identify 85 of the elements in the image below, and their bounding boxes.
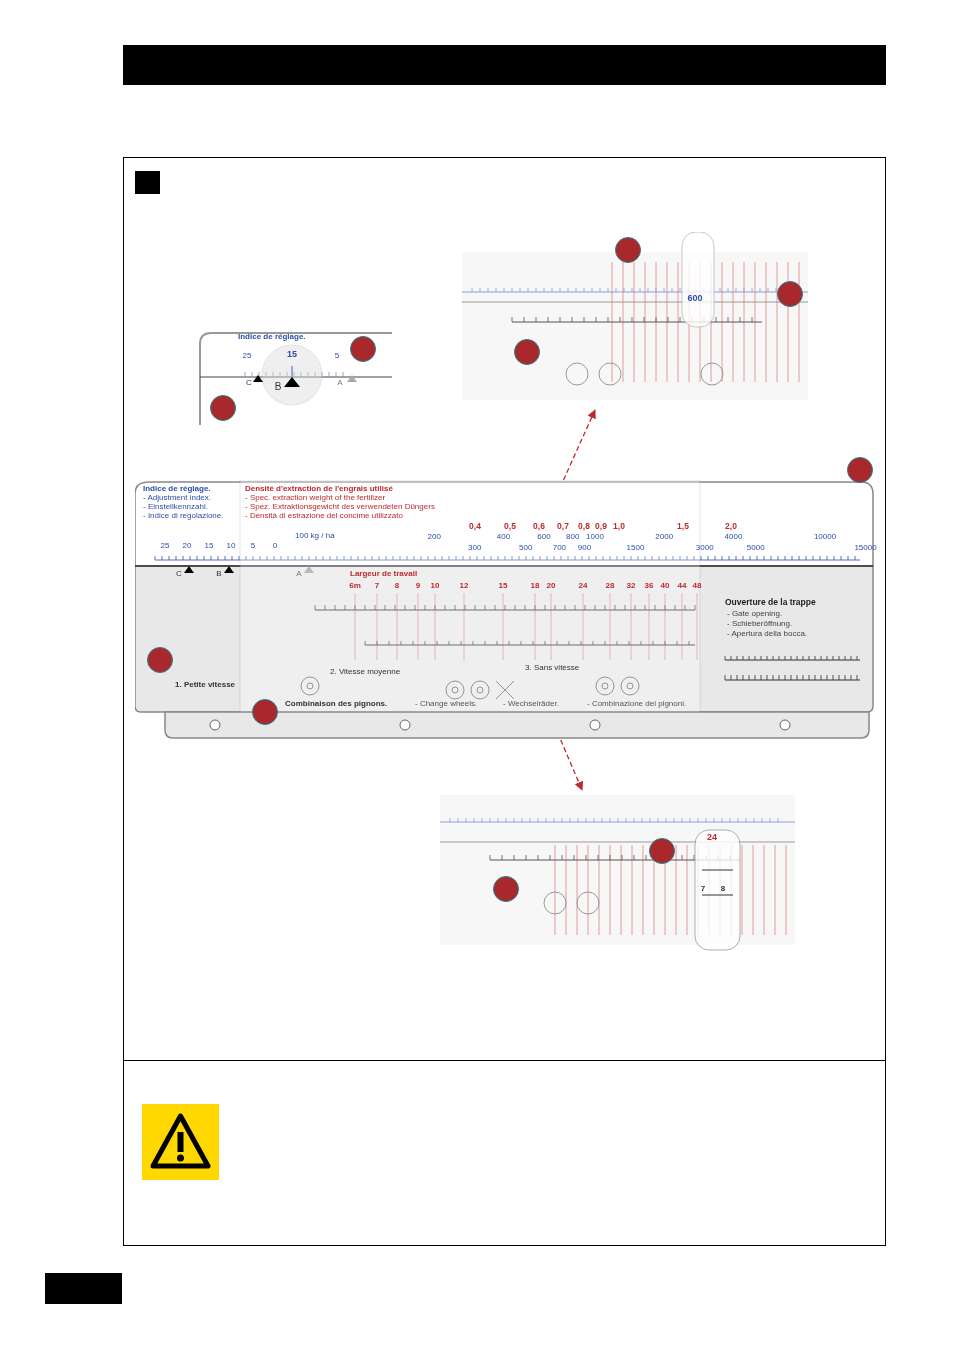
gear-label: 1. Petite vitesse — [175, 681, 236, 689]
scale-text: - Wechselräder. — [503, 700, 559, 708]
scale-text: - Spez. Extraktionsgewicht des verwendeten Düngers — [245, 503, 435, 511]
scale-number: 15 — [204, 542, 214, 550]
index-letter: B — [274, 382, 282, 392]
scale-number: 9 — [415, 582, 421, 590]
scale-number: 600 — [537, 533, 551, 541]
scale-number: 0,5 — [504, 522, 516, 531]
scale-number: 600 — [687, 294, 703, 303]
scale-number: 1,0 — [613, 522, 625, 531]
scale-number: 15 — [498, 582, 508, 590]
scale-number: 32 — [626, 582, 636, 590]
index-letter: B — [216, 570, 222, 578]
scale-number: 1,5 — [677, 522, 689, 531]
scale-number: 2000 — [655, 533, 674, 541]
scale-number: 900 — [577, 544, 592, 552]
scale-number: 8 — [720, 885, 726, 893]
scale-heading: Ouverture de la trappe — [725, 598, 816, 607]
scale-number: 10 — [226, 542, 236, 550]
scale-number: 48 — [692, 582, 702, 590]
scale-number: 24 — [707, 833, 717, 842]
index-letter: C — [246, 379, 252, 387]
scale-text: Combinaison des pignons. — [285, 700, 388, 708]
scale-number: 700 — [552, 544, 567, 552]
scale-number: 3000 — [695, 544, 714, 552]
scale-number: 800 — [566, 533, 580, 541]
scale-heading: Indice de réglage. — [238, 333, 306, 341]
scale-number: 36 — [644, 582, 654, 590]
scale-number: 0,7 — [557, 522, 569, 531]
index-letter: A — [337, 379, 343, 387]
scale-number: 15000 — [854, 544, 877, 552]
dashed-arrow — [562, 409, 596, 481]
scale-number: 100 kg / ha — [295, 532, 335, 540]
scale-number: 18 — [530, 582, 540, 590]
scale-number: 0,4 — [469, 522, 481, 531]
scale-number: 4000 — [724, 533, 743, 541]
scale-number: 8 — [394, 582, 400, 590]
dashed-arrow — [560, 739, 584, 791]
scale-text: - Combinazione dei pignoni. — [587, 700, 687, 708]
scale-number: 20 — [182, 542, 192, 550]
scale-number: 6m — [349, 582, 361, 590]
scale-number: 12 — [459, 582, 469, 590]
scale-number: 28 — [605, 582, 615, 590]
scale-text: - Spec. extraction weight of the fertilizer — [245, 494, 386, 502]
scale-number: 5 — [334, 352, 340, 360]
scale-number: 25 — [160, 542, 170, 550]
scale-number: 10 — [430, 582, 440, 590]
scale-text: Indice de réglage. — [143, 485, 211, 493]
scale-text: - Einstellkennzahl. — [143, 503, 208, 511]
scale-number: 0,9 — [595, 522, 607, 531]
scale-number: 0,8 — [578, 522, 590, 531]
scale-heading: Largeur de travail — [350, 570, 418, 578]
scale-text: - Apertura della bocca. — [727, 630, 808, 638]
scale-number: 0 — [272, 542, 278, 550]
scale-number: 0,6 — [533, 522, 545, 531]
scale-text: Densité d'extraction de l'engrais utilisé — [245, 485, 393, 493]
index-letter: C — [176, 570, 182, 578]
scale-number: 10000 — [813, 533, 837, 541]
gear-label: 3. Sans vitesse — [525, 664, 580, 672]
scale-number: 7 — [374, 582, 380, 590]
scale-number: 5 — [250, 542, 256, 550]
scale-number: 40 — [660, 582, 670, 590]
gear-label: 2. Vitesse moyenne — [330, 668, 401, 676]
scale-number: 44 — [677, 582, 687, 590]
scale-number: 7 — [700, 885, 706, 893]
scale-text: - Adjustment index. — [143, 494, 212, 502]
scale-number: 200 — [427, 533, 441, 541]
scale-number: 5000 — [746, 544, 765, 552]
scale-text: - Indice di regolazione. — [143, 512, 224, 520]
scale-text: - Gate opening. — [727, 610, 783, 618]
scale-number: 20 — [546, 582, 556, 590]
scale-number: 300 — [468, 544, 482, 552]
index-letter: A — [296, 570, 302, 578]
scale-text: - Densità di estrazione del concime utilizzato — [245, 512, 403, 520]
scale-number: 24 — [578, 582, 588, 590]
scale-number: 400 — [496, 533, 511, 541]
scale-text: - Schieberöffnung. — [727, 620, 793, 628]
scale-number: 15 — [287, 350, 297, 359]
scale-number: 500 — [519, 544, 533, 552]
scale-number: 1000 — [586, 533, 604, 541]
slide-rule-drawing — [135, 480, 875, 740]
scale-number: 25 — [242, 352, 252, 360]
scale-text: - Change wheels. — [415, 700, 478, 708]
scale-number: 2,0 — [725, 522, 737, 531]
scale-number: 1500 — [626, 544, 645, 552]
